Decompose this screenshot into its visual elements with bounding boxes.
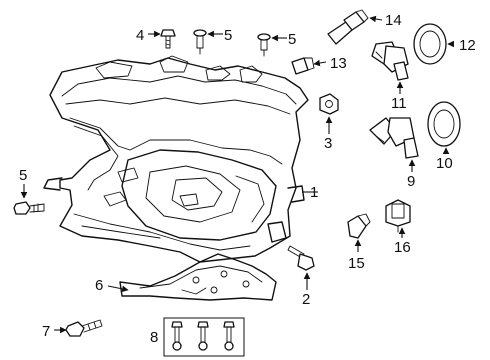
callout-16: 16	[394, 239, 411, 256]
callout-11: 11	[391, 95, 407, 112]
callout-10: 10	[436, 155, 453, 172]
bulb-9	[369, 117, 419, 159]
bulb-14	[327, 9, 369, 45]
callout-15: 15	[348, 255, 365, 272]
bolt-5-left	[13, 201, 45, 215]
screw-4	[160, 29, 176, 49]
screw-5-top-b	[257, 33, 271, 57]
bulb-13	[291, 57, 315, 75]
headlamp-assembly	[43, 55, 309, 263]
callout-numbers: 1 2 3 4 5 5 5 6 7 8 9 10 11 12 13 14 15 …	[19, 12, 476, 346]
callout-14: 14	[385, 12, 402, 29]
callout-5-top-b: 5	[288, 31, 296, 48]
callout-3: 3	[324, 135, 332, 152]
callout-12: 12	[459, 37, 476, 54]
callout-8: 8	[150, 329, 158, 346]
bolt-2	[287, 245, 315, 271]
callout-9: 9	[407, 173, 415, 190]
bulb-15	[347, 213, 371, 239]
callout-4: 4	[136, 27, 144, 44]
bolt-7	[65, 319, 103, 337]
callout-5-left: 5	[19, 167, 27, 184]
screw-5-top-a	[193, 29, 207, 55]
callout-13: 13	[330, 55, 347, 72]
bulb-11	[371, 41, 409, 81]
callout-7: 7	[42, 323, 50, 340]
socket-16	[385, 199, 411, 233]
leader-lines	[20, 15, 454, 334]
callout-5-top-a: 5	[224, 27, 232, 44]
seal-10	[427, 101, 461, 147]
nut-3	[319, 93, 339, 115]
screw-set-8	[163, 317, 245, 357]
mounting-bracket	[119, 253, 277, 301]
seal-12	[413, 23, 447, 65]
callout-2: 2	[302, 291, 310, 308]
callout-6: 6	[95, 277, 103, 294]
callout-1: 1	[310, 184, 318, 201]
